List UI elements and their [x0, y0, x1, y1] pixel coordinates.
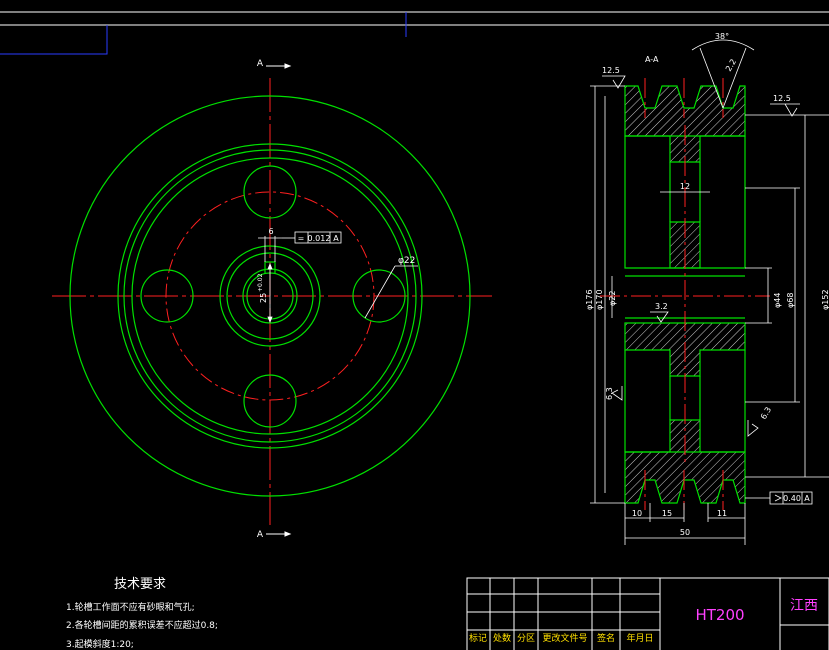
hole-dia-leader: [364, 265, 418, 319]
section-label-bottom: A: [257, 530, 264, 540]
tech-req-line-3: 3.起模斜度1:20;: [66, 638, 134, 650]
tech-req-line-2: 2.各轮槽间距的累积误差不应超过0.8;: [66, 619, 218, 631]
roughness-marks: [602, 75, 800, 437]
runout-arrow-icon: [774, 494, 782, 502]
web-width-label: 12: [680, 182, 690, 191]
lightening-hole-top: [243, 165, 297, 219]
header-zone: 分区: [517, 633, 535, 644]
roughness-right: 6.3: [759, 405, 773, 421]
bore-dim-label: 25: [259, 293, 268, 303]
groove-depth-label: 2.2: [724, 57, 738, 73]
section-view: A-A 38° 2.2 12.5 12.5 3.2 6.3 6.3 12: [585, 32, 829, 545]
roughness-top-right: 12.5: [773, 94, 791, 103]
tech-req-line-1: 1.轮槽工作面不应有砂眼和气孔;: [66, 601, 195, 613]
dia-hub-label: φ44: [773, 293, 782, 308]
drawing-frame: [0, 11, 829, 55]
bottom-dim-10: 10: [632, 509, 642, 518]
lightening-hole-right: [352, 269, 406, 323]
dia-rim-label: φ152: [821, 289, 829, 310]
runout-datum: A: [804, 494, 810, 503]
keyway-dimension: [258, 231, 342, 262]
total-width-label: 50: [680, 528, 690, 537]
dia-hub2-label: φ68: [786, 293, 795, 308]
bottom-dim-15: 15: [662, 509, 672, 518]
front-view: A A 6 = 0.012 A 25 +0.02 φ22: [52, 59, 492, 540]
tolerance-datum: A: [333, 234, 339, 243]
lightening-hole-bottom: [243, 374, 297, 428]
dia-groove-label: φ170: [595, 289, 604, 310]
section-title: A-A: [645, 55, 659, 64]
tech-req-title: 技术要求: [114, 577, 166, 592]
header-date: 年月日: [626, 632, 653, 644]
vertical-dims: [590, 85, 829, 504]
bottom-dim-11: 11: [717, 509, 727, 518]
groove-angle-label: 38°: [715, 32, 729, 41]
roughness-left: 6.3: [605, 387, 614, 400]
header-mark: 标记: [469, 632, 487, 644]
header-change-doc: 更改文件号: [542, 632, 587, 644]
company-name: 江西: [790, 598, 818, 614]
lightening-hole-left: [140, 269, 194, 323]
tolerance-value: 0.012: [308, 234, 331, 243]
dia-bore-label: φ22: [608, 291, 617, 306]
horizontal-dims: [624, 491, 813, 545]
front-outlines: [69, 95, 471, 497]
bore-dimension: [267, 262, 273, 324]
keyway-width-label: 6: [268, 227, 273, 236]
tolerance-symbol: =: [298, 234, 305, 243]
section-centerlines: [600, 78, 770, 510]
header-count: 处数: [493, 632, 511, 644]
dia-outer-label: φ176: [585, 289, 594, 310]
title-block: [466, 577, 829, 650]
groove-angle-dim: [691, 39, 755, 109]
material-label: HT200: [695, 606, 744, 624]
technical-requirements: 技术要求 1.轮槽工作面不应有砂眼和气孔; 2.各轮槽间距的累积误差不应超过0.…: [66, 577, 218, 650]
keyway: [264, 261, 276, 273]
section-label-top: A: [257, 59, 264, 69]
section-marks: [266, 63, 292, 537]
runout-value: 0.40: [783, 494, 801, 503]
hole-pitch-circle: [165, 191, 375, 401]
roughness-hub: 3.2: [655, 302, 668, 311]
hole-dia-label: φ22: [398, 256, 415, 266]
roughness-top-left: 12.5: [602, 66, 620, 75]
header-signature: 签名: [597, 632, 615, 644]
bore-tol-label: +0.02: [257, 273, 264, 292]
title-block-headers: 标记 处数 分区 更改文件号 签名 年月日: [469, 632, 654, 644]
